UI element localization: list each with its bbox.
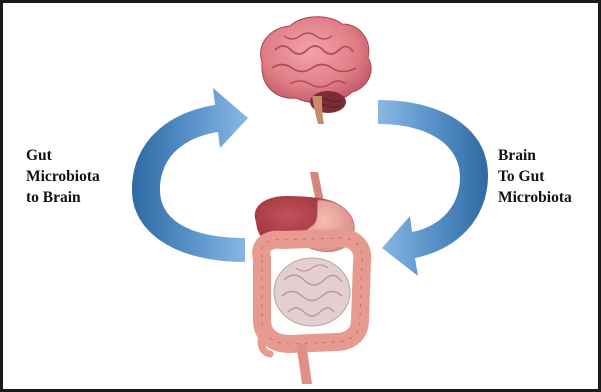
label-line: Gut	[26, 145, 100, 166]
label-gut-to-brain: Gut Microbiota to Brain	[26, 145, 100, 208]
label-line: Brain	[498, 145, 572, 166]
label-line: To Gut	[498, 166, 572, 187]
label-line: Microbiota	[26, 166, 100, 187]
label-brain-to-gut: Brain To Gut Microbiota	[498, 145, 572, 208]
label-line: Microbiota	[498, 187, 572, 208]
label-line: to Brain	[26, 187, 100, 208]
